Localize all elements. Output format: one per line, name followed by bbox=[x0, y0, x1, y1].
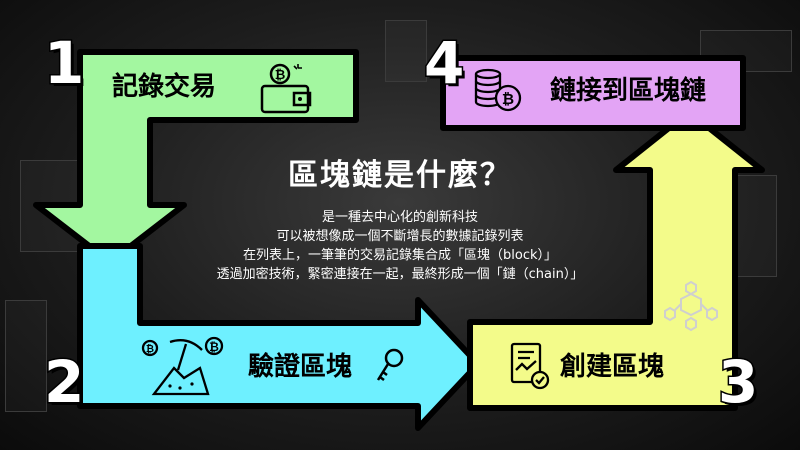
step-1-arrow bbox=[33, 49, 359, 265]
description: 是一種去中心化的創新科技 可以被想像成一個不斷增長的數據記錄列表 在列表上，一筆… bbox=[0, 208, 800, 284]
svg-text:₿: ₿ bbox=[146, 343, 154, 355]
coin-stack-icon: ₿ bbox=[474, 68, 522, 112]
description-line: 在列表上，一筆筆的交易記錄集合成「區塊（block）」 bbox=[243, 248, 557, 263]
document-chart-icon bbox=[510, 342, 550, 390]
background-block bbox=[5, 300, 47, 412]
step-3-number: 3 bbox=[716, 348, 759, 416]
description-line: 是一種去中心化的創新科技 bbox=[321, 210, 478, 225]
description-line: 可以被想像成一個不斷增長的數據記錄列表 bbox=[276, 229, 524, 244]
step-3-label: 創建區塊 bbox=[560, 352, 665, 382]
step-2-label: 驗證區塊 bbox=[248, 352, 353, 382]
step-1-label: 記錄交易 bbox=[112, 72, 217, 102]
step-3-arrow bbox=[467, 109, 765, 411]
page-title: 區塊鏈是什麼？ bbox=[288, 158, 512, 193]
step-2-number: 2 bbox=[42, 348, 85, 416]
step-4-label: 鏈接到區塊鏈 bbox=[550, 76, 707, 106]
step-1-number: 1 bbox=[42, 29, 85, 97]
mining-pickaxe-icon: ₿ ₿ bbox=[141, 336, 224, 396]
step-4-box bbox=[440, 55, 746, 131]
svg-text:₿: ₿ bbox=[275, 68, 286, 83]
block-network-icon bbox=[664, 280, 718, 332]
description-line: 透過加密技術，緊密連接在一起，最終形成一個「鏈（chain）」 bbox=[216, 267, 584, 282]
background-block bbox=[385, 20, 427, 82]
step-2-arrow bbox=[77, 243, 481, 431]
key-icon bbox=[376, 348, 404, 381]
svg-text:₿: ₿ bbox=[209, 340, 219, 354]
wallet-bitcoin-icon: ₿ bbox=[260, 63, 312, 114]
svg-text:₿: ₿ bbox=[502, 90, 514, 108]
step-4-number: 4 bbox=[422, 29, 465, 97]
